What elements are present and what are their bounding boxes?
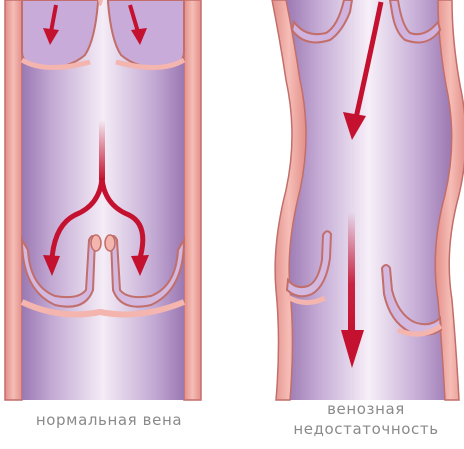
insufficient-vein-blood-stream bbox=[348, 212, 355, 332]
venous-insufficiency-caption: венозная недостаточность bbox=[268, 399, 464, 439]
normal-vein-caption: нормальная вена bbox=[0, 410, 218, 430]
venous-insufficiency-caption-line2: недостаточность bbox=[268, 419, 464, 439]
normal-vein-right-wall bbox=[184, 0, 201, 400]
normal-vein bbox=[5, 0, 201, 400]
normal-vein-blood-stream bbox=[99, 120, 105, 180]
normal-vein-left-wall bbox=[5, 0, 22, 400]
insufficient-vein bbox=[272, 0, 464, 400]
venous-insufficiency-caption-line1: венозная bbox=[268, 399, 464, 419]
